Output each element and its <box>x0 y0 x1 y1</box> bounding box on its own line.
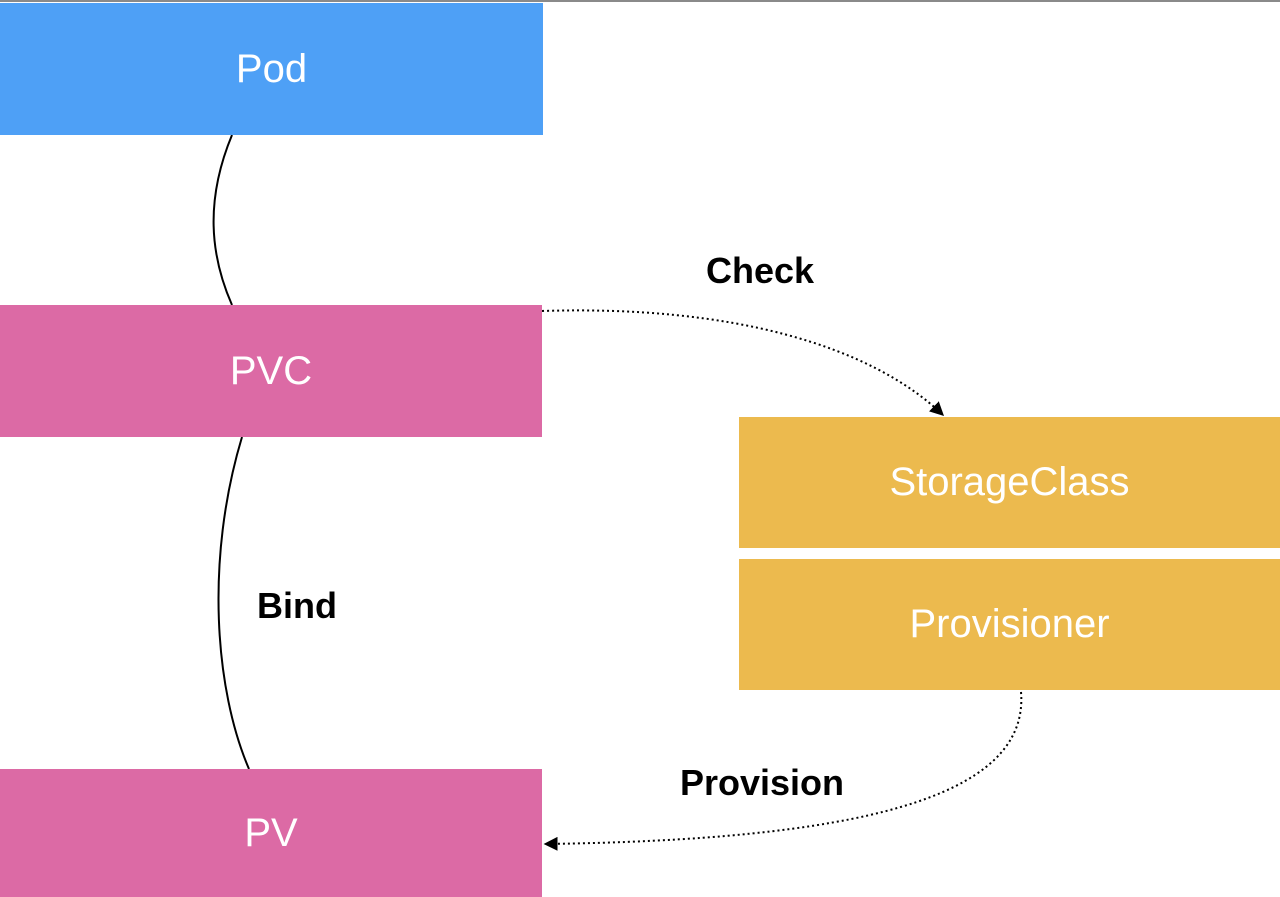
pv-label: PV <box>244 810 298 855</box>
provision-arrow <box>543 691 1023 851</box>
pvc-label: PVC <box>229 348 313 393</box>
bind-edge-label: Bind <box>257 585 337 626</box>
provision-edge-label: Provision <box>680 762 845 803</box>
pod-pvc-connector <box>212 134 233 306</box>
provisioner-label: Provisioner <box>909 602 1110 646</box>
pod-node: Pod <box>0 3 543 135</box>
storageclass-node: StorageClass <box>739 417 1280 548</box>
storageclass-label: StorageClass <box>889 460 1130 504</box>
pv-node: PV <box>0 769 542 897</box>
pod-label: Pod <box>235 46 308 91</box>
check-arrow <box>541 309 945 416</box>
provisioner-node: Provisioner <box>739 559 1280 690</box>
bind-connector <box>217 436 250 770</box>
pvc-node: PVC <box>0 305 542 437</box>
top-divider <box>0 0 1280 2</box>
check-edge-label: Check <box>706 250 815 291</box>
